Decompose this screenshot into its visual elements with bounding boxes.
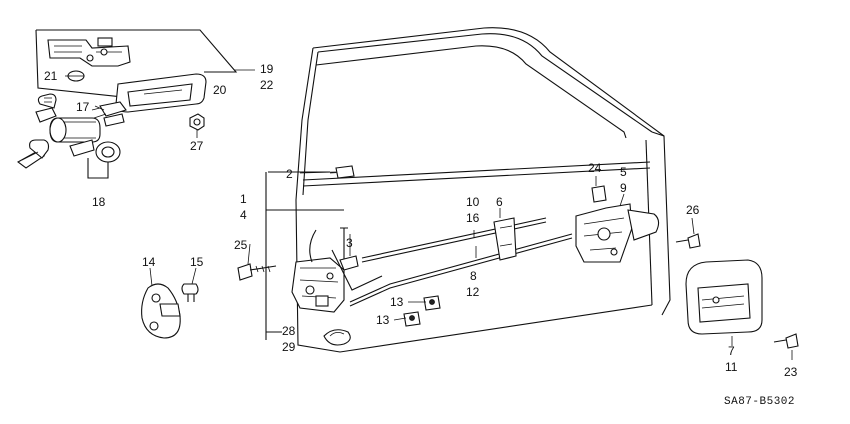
- callout-2: 2: [286, 167, 293, 181]
- callout-1: 1: [240, 192, 247, 206]
- outer-handle-callout-box: [35, 29, 238, 99]
- key-lower: [16, 139, 50, 169]
- callout-9: 9: [620, 181, 627, 195]
- callout-18: 18: [92, 195, 106, 209]
- callout-13-upper: 13: [390, 295, 404, 309]
- rod-clip-17b: [103, 113, 125, 127]
- latch-callout-bracket: [265, 172, 344, 340]
- key-cylinder-assembly: [16, 93, 121, 179]
- key-upper: [35, 93, 57, 123]
- callout-11: 11: [725, 360, 738, 374]
- rods: [349, 217, 573, 307]
- callout-5: 5: [620, 165, 627, 179]
- rod-end-clip-3: [339, 255, 359, 271]
- callout-15: 15: [190, 255, 204, 269]
- outer-handle-body: [47, 37, 131, 67]
- door-striker-14: [141, 283, 181, 339]
- handle-screw: [67, 70, 85, 82]
- handle-gasket: [115, 73, 207, 113]
- rod-protector-6: [493, 217, 517, 261]
- cylinder-retainer-ring: [95, 141, 121, 163]
- callout-23: 23: [784, 365, 798, 379]
- clip-13-lower: [403, 311, 421, 327]
- rod-clip-17: [91, 101, 127, 119]
- callout-26: 26: [686, 203, 700, 217]
- leader-lines: [65, 69, 793, 360]
- callout-3: 3: [346, 236, 353, 250]
- latch-assembly: [237, 165, 383, 346]
- screw-23: [773, 333, 799, 349]
- clip-24: [591, 185, 607, 203]
- inner-handle-bezel: [685, 259, 763, 335]
- callout-24: 24: [588, 161, 602, 175]
- latch-body: [291, 257, 345, 313]
- callout-14: 14: [142, 255, 156, 269]
- key-cylinder-bracket: [87, 158, 109, 179]
- callout-29: 29: [282, 340, 296, 354]
- latch-screw-25: [237, 263, 277, 281]
- weather-seal-28: [323, 329, 351, 346]
- clip-13-upper: [423, 295, 441, 311]
- callout-21: 21: [44, 69, 58, 83]
- outer-handle-assembly: [35, 29, 238, 127]
- rod-10: [361, 217, 547, 259]
- callout-22: 22: [260, 78, 274, 92]
- striker-bolt-15: [181, 283, 199, 302]
- callout-19: 19: [260, 62, 274, 76]
- callout-8: 8: [470, 269, 477, 283]
- callout-27: 27: [190, 139, 204, 153]
- diagram-code: SA87-B5302: [724, 396, 795, 408]
- callout-6: 6: [496, 195, 503, 209]
- callout-12: 12: [466, 285, 480, 299]
- callout-4: 4: [240, 208, 247, 222]
- door-frame: [295, 27, 671, 353]
- inner-handle-mechanism: [575, 185, 660, 263]
- callout-25: 25: [234, 238, 248, 252]
- callout-20: 20: [213, 83, 227, 97]
- callout-7: 7: [728, 344, 735, 358]
- callout-13-lower: 13: [376, 313, 390, 327]
- callout-17: 17: [76, 100, 90, 114]
- callout-10: 10: [466, 195, 480, 209]
- nut-27: [189, 113, 205, 131]
- callout-16: 16: [466, 211, 480, 225]
- lock-knob-clip-2: [335, 165, 355, 179]
- callout-28: 28: [282, 324, 296, 338]
- screw-26: [675, 233, 701, 249]
- callout-labels: 19 22 20 21 17 18 27 2 1 4 3 25 14 15 28…: [44, 62, 798, 408]
